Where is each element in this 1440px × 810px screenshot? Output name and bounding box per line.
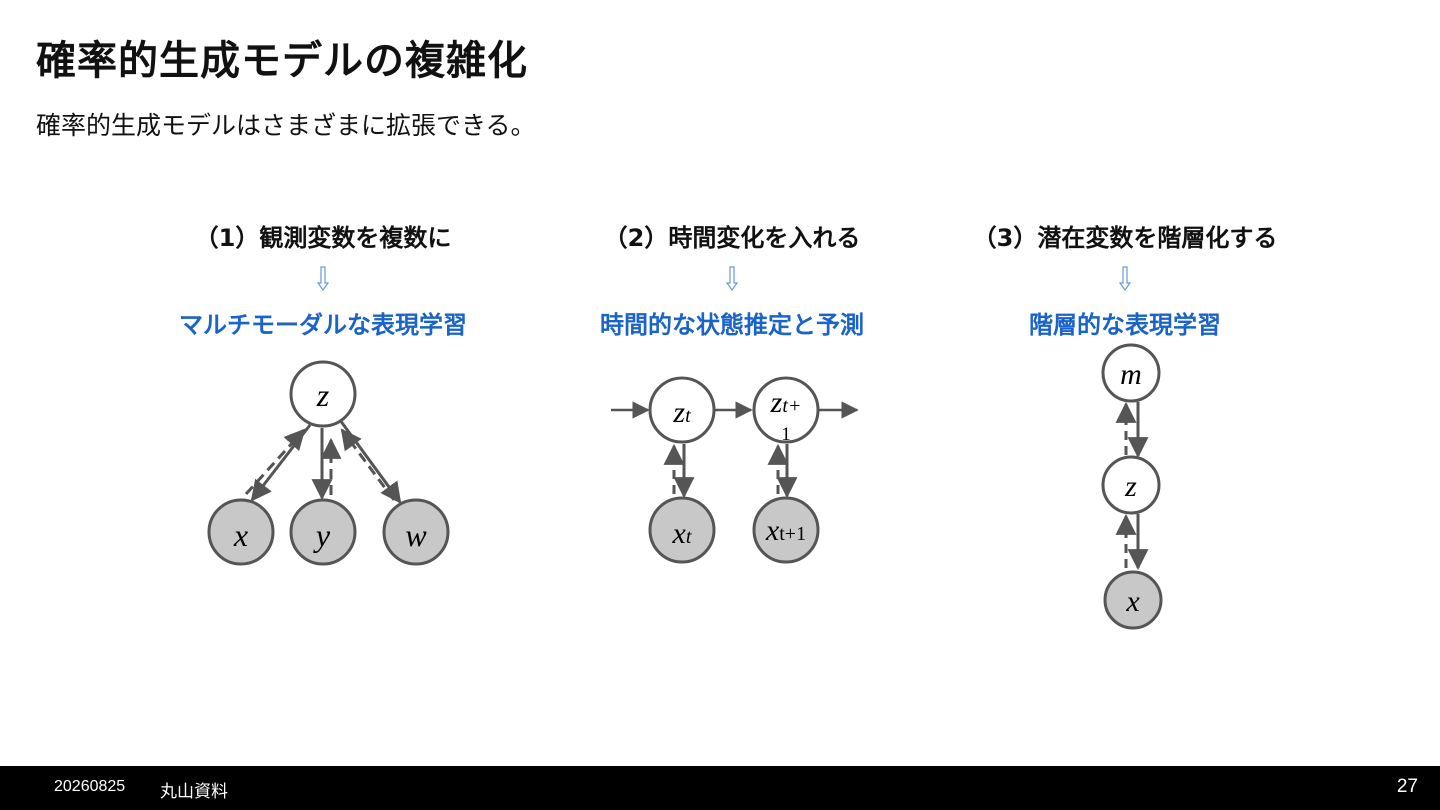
node-label: w (405, 517, 427, 553)
page-number: 27 (1396, 776, 1418, 797)
node-label: y (313, 517, 331, 553)
node-label-wrap: 1 (781, 424, 791, 445)
column-heading: （2）時間変化を入れる (603, 224, 861, 252)
column-heading: （1）観測変数を複数に (194, 224, 452, 252)
node-label-sub: t+1 (779, 523, 806, 545)
node-label: x (233, 517, 248, 553)
latent-node (752, 376, 820, 444)
node-label: zt (672, 396, 691, 429)
slide-title: 確率的生成モデルの複雑化 (36, 38, 528, 84)
latent-node (1101, 455, 1161, 515)
latent-node (648, 376, 716, 444)
observed-node (648, 496, 716, 564)
node-label: z (316, 377, 330, 413)
latent-node (1101, 343, 1161, 403)
node-label: z (1124, 470, 1137, 503)
node-label-sub: t+ (782, 395, 801, 417)
slide-subtitle: 確率的生成モデルはさまざまに拡張できる。 (36, 111, 536, 140)
node-label-base: x (765, 514, 780, 547)
node-label-base: z (770, 386, 783, 419)
column-multimodal: （1）観測変数を複数に マルチモーダルな表現学習 (103, 218, 543, 340)
column-temporal: （2）時間変化を入れる 時間的な状態推定と予測 (512, 218, 952, 340)
inference-edge-x-z (244, 428, 306, 496)
latent-node (289, 360, 357, 428)
down-arrow-icon (1118, 266, 1132, 292)
node-label: xt+1 (765, 514, 806, 547)
observed-node (382, 498, 450, 566)
multimodal-diagram: z x y w (207, 360, 450, 566)
node-label-sub: t (686, 526, 692, 548)
node-label: x (1125, 585, 1140, 618)
edge-z-w (338, 419, 402, 504)
column-heading: （3）潜在変数を階層化する (972, 224, 1278, 252)
node-label: zt+ (770, 386, 802, 419)
temporal-diagram: zt zt+ 1 xt xt+1 (611, 376, 859, 564)
footer-date: 20260825 (54, 778, 126, 795)
down-arrow-icon (316, 266, 330, 292)
node-label-sub: t (685, 405, 691, 427)
column-hierarchical: （3）潜在変数を階層化する 階層的な表現学習 (905, 218, 1345, 340)
down-arrow-icon (725, 266, 739, 292)
graphical-models: z x y w zt zt+ 1 xt xt+1 (207, 343, 1163, 630)
column-result: マルチモーダルな表現学習 (179, 311, 467, 339)
observed-node (1103, 570, 1163, 630)
node-label-base: z (672, 396, 685, 429)
column-result: 時間的な状態推定と予測 (600, 311, 864, 339)
node-label-base: x (672, 517, 687, 550)
column-result: 階層的な表現学習 (1029, 311, 1221, 339)
footer-author: 丸山資料 (160, 782, 228, 802)
observed-node (752, 496, 820, 564)
observed-node (289, 498, 357, 566)
footer-bar: 20260825 丸山資料 27 (0, 766, 1440, 810)
inference-edge-w-z (340, 428, 396, 501)
edge-z-x (250, 424, 312, 502)
node-label: m (1120, 358, 1142, 391)
observed-node (207, 498, 275, 566)
hierarchical-diagram: m z x (1101, 343, 1163, 630)
node-label: xt (672, 517, 692, 550)
